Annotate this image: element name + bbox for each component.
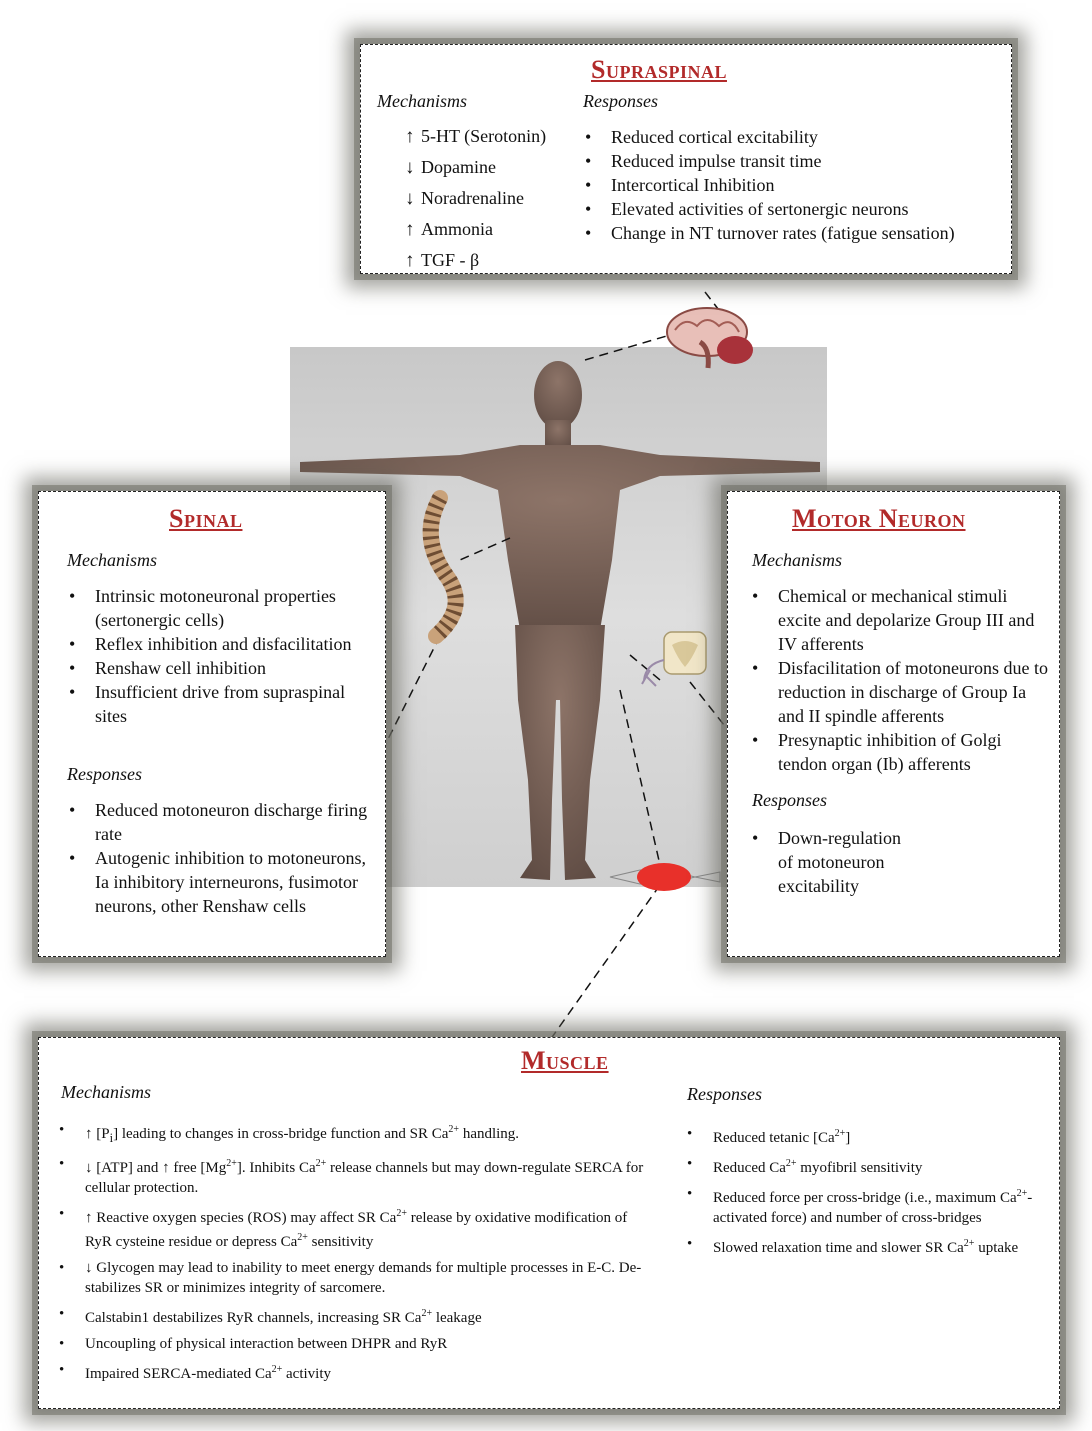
list-item: Reduced force per cross-bridge (i.e., ma… — [685, 1184, 1047, 1228]
mechanism-item: ↑TGF - β — [405, 245, 546, 276]
motor-neuron-response-list: Down-regulation of motoneuron excitabili… — [750, 826, 920, 898]
muscle-panel: Muscle Mechanisms Responses ↑ [Pi] leadi… — [38, 1037, 1060, 1409]
list-item: Reduced impulse transit time — [583, 149, 1003, 173]
list-item: Renshaw cell inhibition — [67, 656, 379, 680]
list-item: Elevated activities of sertonergic neuro… — [583, 197, 1003, 221]
list-item: Impaired SERCA-mediated Ca2+ activity — [57, 1360, 649, 1384]
mechanism-item: ↓Noradrenaline — [405, 183, 546, 214]
supraspinal-panel: Supraspinal Mechanisms Responses ↑5-HT (… — [360, 44, 1012, 274]
motor-neuron-responses-heading: Responses — [752, 790, 827, 811]
up-arrow-icon: ↑ — [405, 122, 421, 152]
supraspinal-response-list: Reduced cortical excitability Reduced im… — [583, 125, 1003, 245]
motor-neuron-panel: Motor Neuron Mechanisms Chemical or mech… — [727, 491, 1060, 957]
list-item: Uncoupling of physical interaction betwe… — [57, 1334, 649, 1354]
list-item: Reduced motoneuron discharge firing rate — [67, 798, 379, 846]
supraspinal-mechanisms-heading: Mechanisms — [377, 91, 467, 112]
mechanism-item: ↓Dopamine — [405, 152, 546, 183]
list-item: Insufficient drive from supraspinal site… — [67, 680, 379, 728]
motor-neuron-mechanisms-heading: Mechanisms — [752, 550, 842, 571]
list-item: Reduced Ca2+ myofibril sensitivity — [685, 1154, 1047, 1178]
list-item: ↓ [ATP] and ↑ free [Mg2+]. Inhibits Ca2+… — [57, 1154, 649, 1198]
list-item: Slowed relaxation time and slower SR Ca2… — [685, 1234, 1047, 1258]
spinal-mechanism-list: Intrinsic motoneuronal properties (serto… — [67, 584, 379, 728]
muscle-title: Muscle — [521, 1046, 609, 1076]
list-item: Intrinsic motoneuronal properties (serto… — [67, 584, 379, 632]
list-item: Disfacilitation of motoneurons due to re… — [750, 656, 1050, 728]
spinal-panel: Spinal Mechanisms Intrinsic motoneuronal… — [38, 491, 386, 957]
down-arrow-icon: ↓ — [405, 153, 421, 183]
mechanism-item: ↑5-HT (Serotonin) — [405, 121, 546, 152]
supraspinal-mechanism-list: ↑5-HT (Serotonin) ↓Dopamine ↓Noradrenali… — [405, 121, 546, 276]
motor-neuron-mechanism-list: Chemical or mechanical stimuli excite an… — [750, 584, 1050, 776]
list-item: Calstabin1 destabilizes RyR channels, in… — [57, 1304, 649, 1328]
motor-neuron-title: Motor Neuron — [792, 504, 966, 534]
mechanism-item: ↑Ammonia — [405, 214, 546, 245]
list-item: Reduced tetanic [Ca2+] — [685, 1124, 1047, 1148]
spinal-title: Spinal — [169, 504, 242, 534]
list-item: ↑ Reactive oxygen species (ROS) may affe… — [57, 1204, 649, 1252]
list-item: ↓ Glycogen may lead to inability to meet… — [57, 1258, 649, 1298]
supraspinal-responses-heading: Responses — [583, 91, 658, 112]
list-item: Reduced cortical excitability — [583, 125, 1003, 149]
list-item: Chemical or mechanical stimuli excite an… — [750, 584, 1050, 656]
down-arrow-icon: ↓ — [405, 184, 421, 214]
list-item: ↑ [Pi] leading to changes in cross-bridg… — [57, 1120, 649, 1148]
up-arrow-icon: ↑ — [405, 246, 421, 276]
muscle-mechanism-list: ↑ [Pi] leading to changes in cross-bridg… — [57, 1120, 649, 1390]
muscle-mechanisms-heading: Mechanisms — [61, 1082, 151, 1103]
list-item: Reflex inhibition and disfacilitation — [67, 632, 379, 656]
list-item: Autogenic inhibition to motoneurons, Ia … — [67, 846, 379, 918]
list-item: Change in NT turnover rates (fatigue sen… — [583, 221, 1003, 245]
spinal-response-list: Reduced motoneuron discharge firing rate… — [67, 798, 379, 918]
spinal-responses-heading: Responses — [67, 764, 142, 785]
supraspinal-title: Supraspinal — [591, 55, 727, 85]
spinal-mechanisms-heading: Mechanisms — [67, 550, 157, 571]
muscle-response-list: Reduced tetanic [Ca2+] Reduced Ca2+ myof… — [685, 1124, 1047, 1264]
list-item: Intercortical Inhibition — [583, 173, 1003, 197]
list-item: Down-regulation of motoneuron excitabili… — [750, 826, 920, 898]
list-item: Presynaptic inhibition of Golgi tendon o… — [750, 728, 1050, 776]
muscle-responses-heading: Responses — [687, 1084, 762, 1105]
up-arrow-icon: ↑ — [405, 215, 421, 245]
